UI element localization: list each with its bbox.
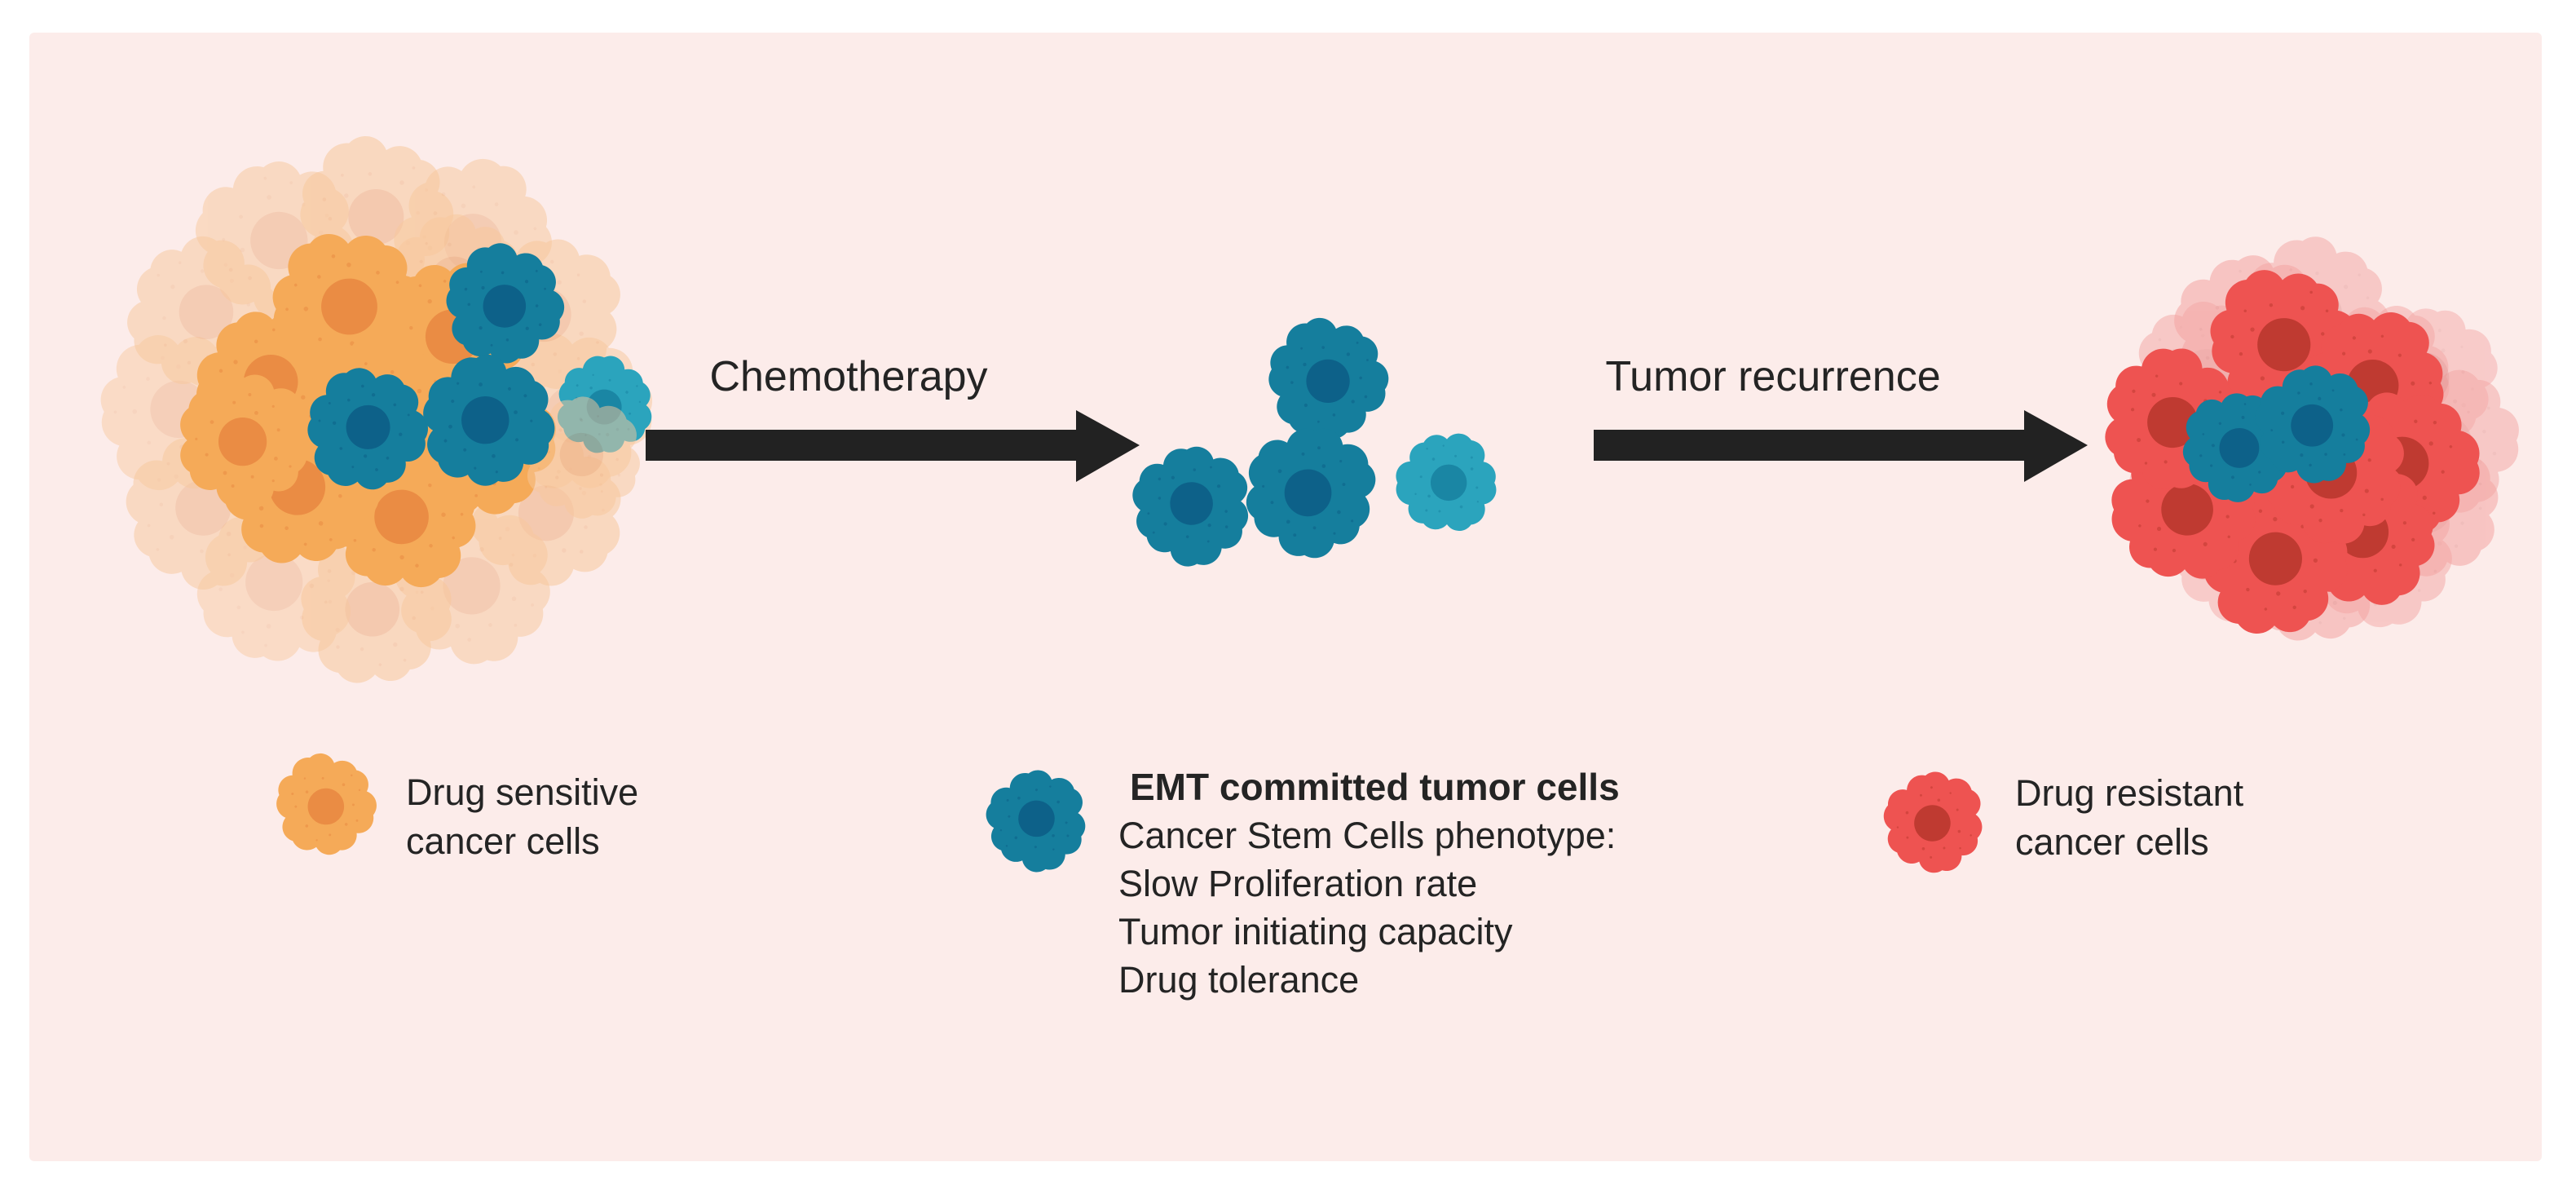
drug-sensitive-cell-cluster [69,126,671,712]
drug-resistant-cell-cluster [2079,219,2530,669]
legend-text-line: Drug resistant [2015,772,2244,814]
chemotherapy-arrow [646,410,1140,482]
drug-sensitive-cell-icon [272,752,378,858]
legend-text-line: Tumor initiating capacity [1118,911,1513,952]
tumor-recurrence-arrow [1594,410,2088,482]
legend-emt-committed: EMT committed tumor cells Cancer Stem Ce… [1118,763,1620,1004]
teal-cell [1379,414,1515,550]
blue-cell [1113,428,1269,584]
legend-text-line: Slow Proliferation rate [1118,863,1478,904]
legend-text-line: cancer cells [406,820,600,862]
legend-text-line: Drug sensitive [406,771,639,813]
tumor-recurrence-label: Tumor recurrence [1605,353,1941,400]
legend-title: EMT committed tumor cells [1130,766,1620,808]
blue-cell [1259,310,1397,447]
chemotherapy-label: Chemotherapy [709,353,988,400]
legend-drug-resistant: Drug resistant cancer cells [2015,769,2243,867]
emt-tumor-cell-icon [984,767,1090,873]
legend-text-line: Drug tolerance [1118,959,1360,1001]
legend-drug-sensitive: Drug sensitive cancer cells [406,768,638,866]
legend-text-line: Cancer Stem Cells phenotype: [1118,815,1617,856]
drug-resistant-cell-icon [1881,769,1987,875]
legend-text-line: cancer cells [2015,821,2209,863]
blue-cell [1242,422,1380,563]
emt-tumor-cells-group [1113,310,1515,584]
